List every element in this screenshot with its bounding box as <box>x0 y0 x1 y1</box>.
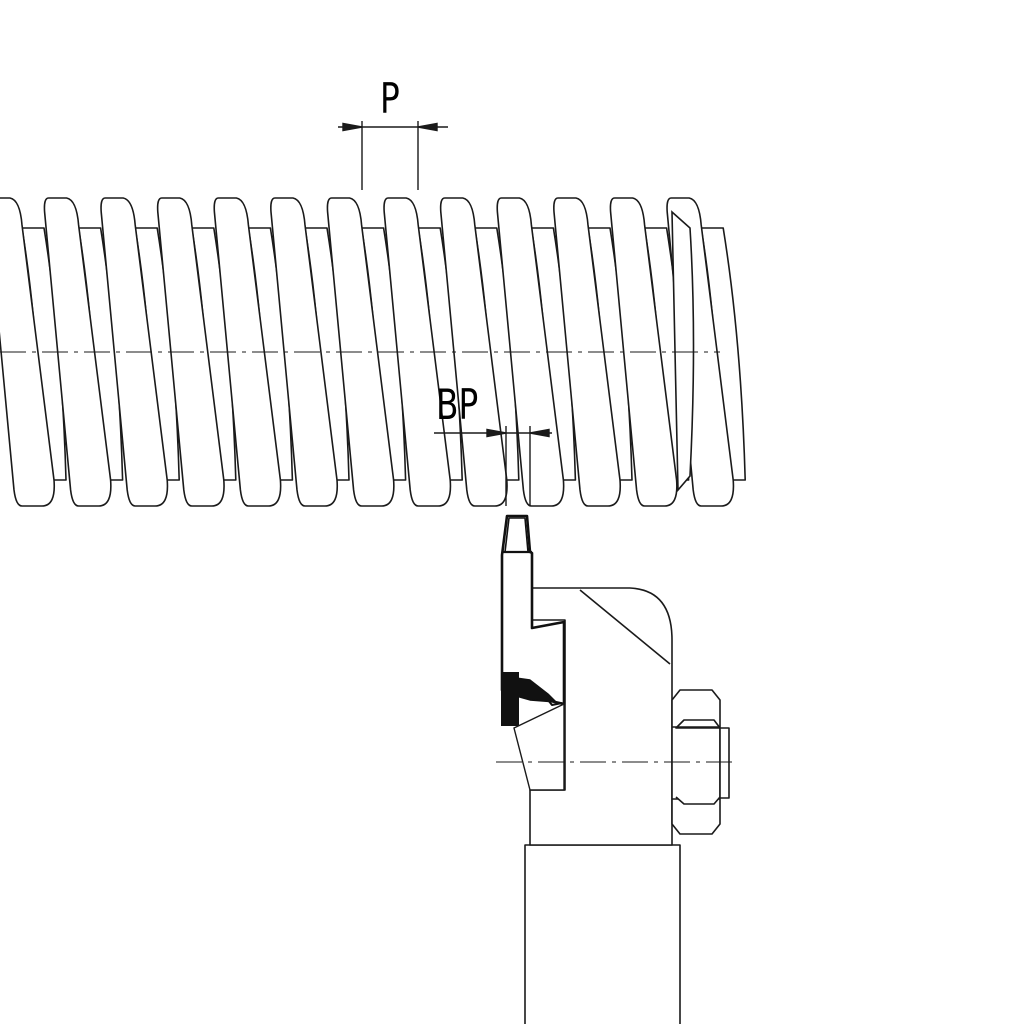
pitch-width-label: BP <box>436 380 479 429</box>
thread-flight <box>553 197 622 507</box>
thread-flight <box>383 197 452 507</box>
shaft-end <box>671 210 695 493</box>
thread-flight <box>213 197 282 507</box>
pitch-width-dimension <box>434 426 552 506</box>
insert-clamp <box>513 702 565 791</box>
pitch-label: P <box>380 74 400 123</box>
tool-holder <box>524 587 681 1024</box>
pitch-dimension <box>338 121 448 190</box>
thread-flight <box>0 197 56 507</box>
thread-flight <box>496 197 565 507</box>
cutting-insert <box>500 514 566 726</box>
